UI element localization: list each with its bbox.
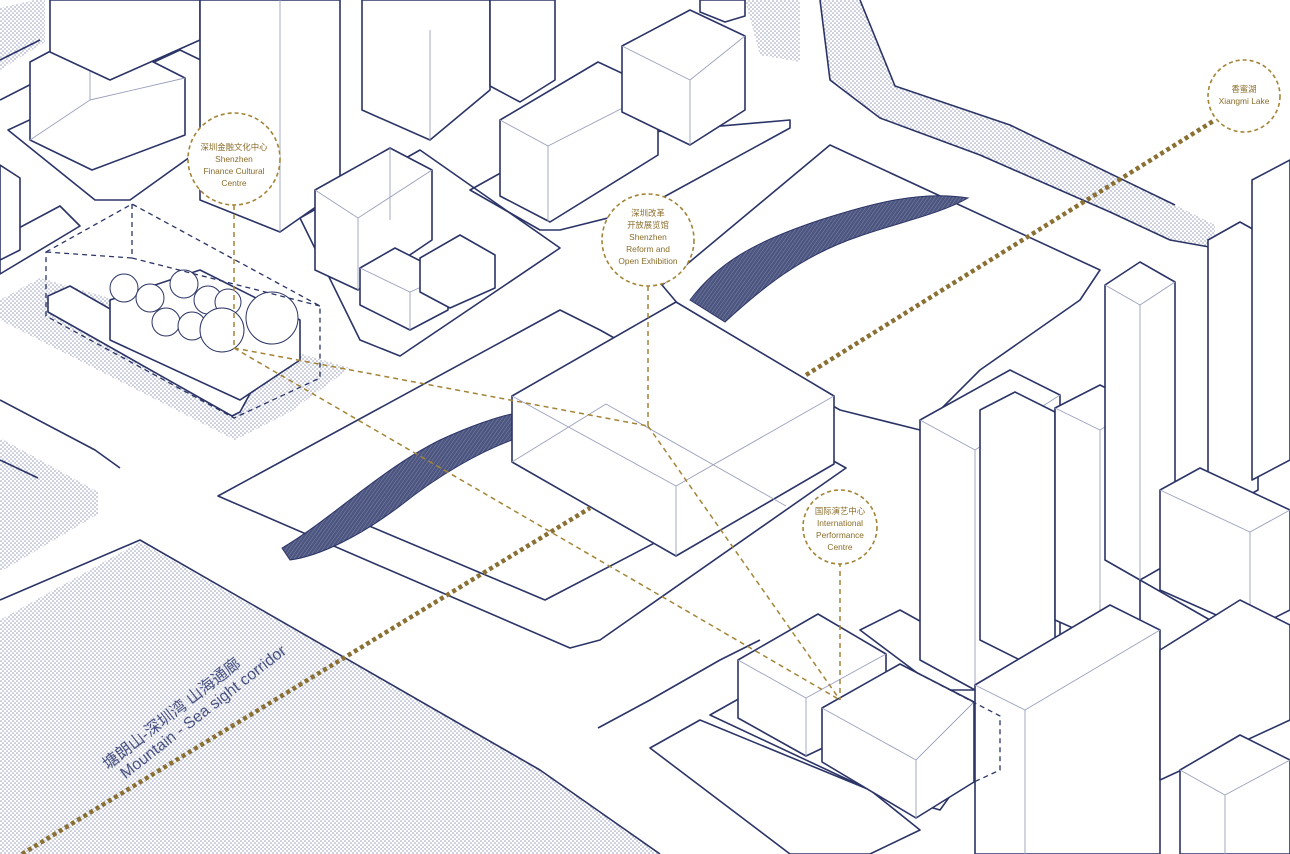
finance-label-en1: Shenzhen: [215, 154, 253, 164]
performance-label-en3: Centre: [827, 542, 852, 552]
block-north-mid: [489, 0, 556, 103]
finance-label-en3: Centre: [221, 178, 246, 188]
dotted-strip-north: [745, 0, 800, 62]
xiangmi-label-en: Xiangmi Lake: [1219, 96, 1270, 106]
building-southeast-corner: [1179, 734, 1290, 854]
label-reform-exhibition: 深圳改革 开放展览馆 Shenzhen Reform and Open Exhi…: [601, 193, 695, 287]
river-channel-north: [689, 195, 970, 323]
sight-lines: [233, 205, 841, 701]
finance-label-circle: [187, 112, 281, 206]
tower-north-tall: [361, 0, 491, 141]
exhibition-hall-shadow: [511, 403, 787, 507]
road-edge-northeast: [859, 0, 1176, 206]
exhibition-hall-building: [511, 301, 835, 557]
cylinder-3: [169, 269, 199, 299]
finance-dashed-envelope: [45, 203, 321, 419]
performance-label-en2: Performance: [816, 530, 864, 540]
performance-label-circle: [802, 489, 878, 565]
label-xiangmi-lake: 香蜜湖 Xiangmi Lake: [1207, 59, 1281, 133]
performance-label-cn: 国际演艺中心: [815, 506, 866, 516]
building-east-mid: [1159, 467, 1290, 631]
finance-label-cn: 深圳金融文化中心: [201, 142, 269, 152]
cylinder-2: [135, 283, 165, 313]
exhibition-label-en2: Reform and: [626, 244, 670, 254]
river-bank-northeast: [820, 0, 1215, 248]
road-edge-south-center: [597, 639, 761, 729]
building-north-block-b: [621, 9, 746, 146]
finance-centre-building: [45, 203, 321, 419]
label-finance-centre: 深圳金融文化中心 Shenzhen Finance Cultural Centr…: [187, 112, 281, 206]
tower-east-6: [1251, 159, 1290, 481]
cylinder-1: [109, 273, 139, 303]
block-south-lower: [649, 719, 921, 854]
exhibition-label-cn1: 深圳改革: [631, 208, 665, 218]
park-area-west: [0, 438, 98, 572]
label-performance-centre: 国际演艺中心 International Performance Centre: [802, 489, 878, 565]
cylinder-8: [199, 307, 245, 353]
mountain-sea-axis-line: [20, 118, 1217, 854]
performance-centre-building: [737, 613, 1001, 819]
performance-label-en1: International: [817, 518, 863, 528]
tower-nw-2: [49, 0, 201, 81]
cylinder-6: [151, 307, 181, 337]
tower-east-5: [1207, 221, 1259, 509]
building-north-block-a: [499, 61, 659, 223]
dotted-corner-northwest: [0, 0, 45, 70]
exhibition-label-circle: [601, 193, 695, 287]
block-west: [0, 205, 81, 275]
exhibition-hall: [511, 301, 835, 557]
sight-line-finance-to-exhibition: [233, 347, 649, 427]
river-edge-northeast: [819, 0, 1216, 249]
finance-label-en2: Finance Cultural: [204, 166, 265, 176]
exhibition-label-cn2: 开放展览馆: [627, 220, 669, 230]
block-central-site: [217, 309, 847, 649]
performance-dashed-envelope: [899, 663, 1001, 783]
xiangmi-label-circle: [1207, 59, 1281, 133]
block-north-small: [699, 0, 746, 23]
buildings-east: [919, 159, 1290, 854]
road-edge-west-lower: [0, 399, 121, 479]
tower-east-2: [979, 391, 1056, 661]
buildings-center-north: [314, 9, 746, 331]
exhibition-label-en1: Shenzhen: [629, 232, 667, 242]
road-edge-southwest: [0, 539, 661, 854]
cylinder-9: [245, 291, 299, 345]
building-center-north-c: [419, 234, 496, 309]
exhibition-label-en3: Open Exhibition: [618, 256, 677, 266]
sight-line-exhibition-to-performance: [647, 425, 841, 701]
tower-east-front: [1159, 599, 1290, 781]
xiangmi-label-cn: 香蜜湖: [1231, 84, 1256, 94]
block-west-edge: [0, 164, 21, 261]
park-area-southwest: [0, 542, 660, 854]
